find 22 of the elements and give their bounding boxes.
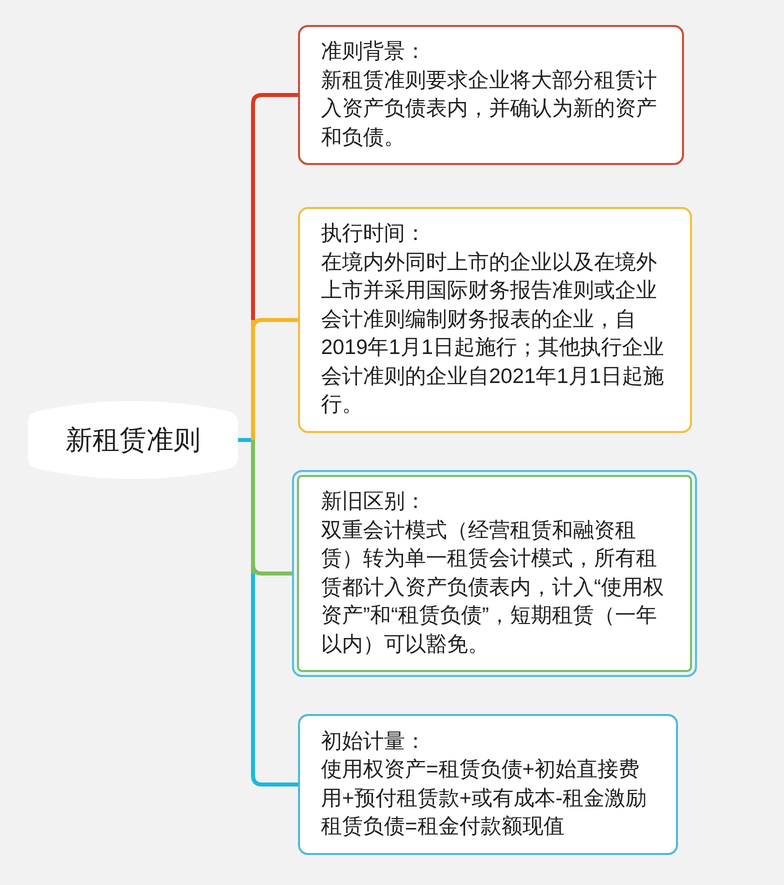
branch-line [251,564,292,576]
branch-line [251,93,298,320]
card-text: 新租赁准则要求企业将大部分租赁计入资产负债表内，并确认为新的资产和负债。 [321,68,658,150]
topic-card [298,25,684,165]
branch-line [251,318,298,330]
topic-card [298,714,678,855]
topic-card [292,470,697,677]
branch-line [251,320,255,440]
branch-line [251,440,255,574]
topic-card [298,207,692,433]
card-text: 使用权资产=租赁负债+初始直接费用+预付租赁款+或有成本-租金激励 [321,757,648,812]
topic-title: 新租赁准则 [66,424,200,457]
card-text: 双重会计模式（经营租赁和融资租赁）转为单一租赁会计模式，所有租赁都计入资产负债表内，计入“使用权资产”和“租赁负债”，短期租赁（一年以内）可以豁免。 [321,518,665,658]
card-text: 租赁负债=租金付款额现值 [321,814,566,840]
card-heading: 初始计量： [321,728,427,754]
card-heading: 新旧区别： [321,489,427,515]
branch-line [238,438,253,442]
card-heading: 执行时间： [321,221,427,248]
branch-line [251,574,298,786]
card-heading: 准则背景： [321,39,427,65]
central-topic [28,399,238,481]
card-text: 在境内外同时上市的企业以及在境外上市并采用国际财务报告准则或企业会计准则编制财务报表的企业，自2019年1月1日起施行；其他执行企业会计准则的企业自2021年1月1日起施行。 [321,250,666,418]
